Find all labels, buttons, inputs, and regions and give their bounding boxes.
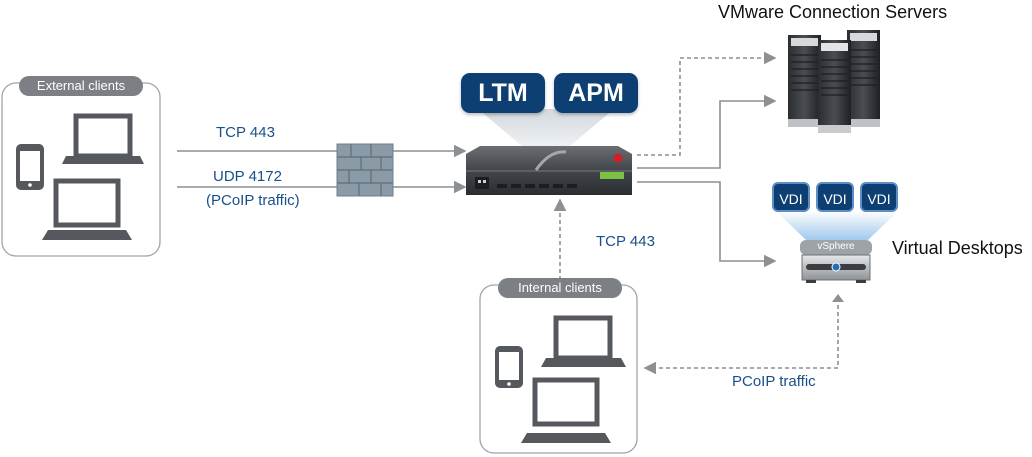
external-desktop-icon [42, 178, 132, 240]
internal-laptop-icon [541, 315, 626, 367]
external-phone-icon [16, 144, 44, 190]
server-rack-icon [788, 30, 880, 133]
external-laptop-icon [62, 113, 144, 164]
vdi-tile: VDI [816, 182, 854, 212]
internal-desktop-icon [521, 377, 611, 443]
vdi-tile: VDI [772, 182, 810, 212]
server-solid-link [637, 94, 777, 169]
virtual-desktops-label: Virtual Desktops [892, 238, 1023, 258]
connection-servers-label: VMware Connection Servers [718, 2, 948, 22]
apm-module: APM [554, 73, 638, 113]
firewall-icon [336, 143, 394, 197]
big-ip-appliance-icon [466, 146, 632, 195]
module-beam [478, 109, 614, 146]
vsphere-beam [776, 211, 898, 240]
pcoip-paren-label: (PCoIP traffic) [206, 192, 300, 209]
pcoip-link [643, 298, 839, 375]
pcoip-arrowhead [832, 294, 844, 302]
internal-phone-icon [495, 346, 523, 388]
internal-clients-label: Internal clients [498, 278, 622, 298]
server-dashed-link [637, 51, 777, 156]
internal-tcp-443-label: TCP 443 [596, 233, 655, 250]
desktop-link [637, 181, 777, 268]
pcoip-traffic-label: PCoIP traffic [732, 373, 816, 390]
external-clients-label: External clients [19, 76, 143, 96]
vsphere-label: vSphere [817, 241, 855, 252]
vdi-tile: VDI [860, 182, 898, 212]
udp-4172-label: UDP 4172 [213, 168, 282, 185]
tcp-443-label: TCP 443 [216, 124, 275, 141]
vsphere-host-icon [800, 240, 872, 283]
ltm-module: LTM [461, 73, 545, 113]
